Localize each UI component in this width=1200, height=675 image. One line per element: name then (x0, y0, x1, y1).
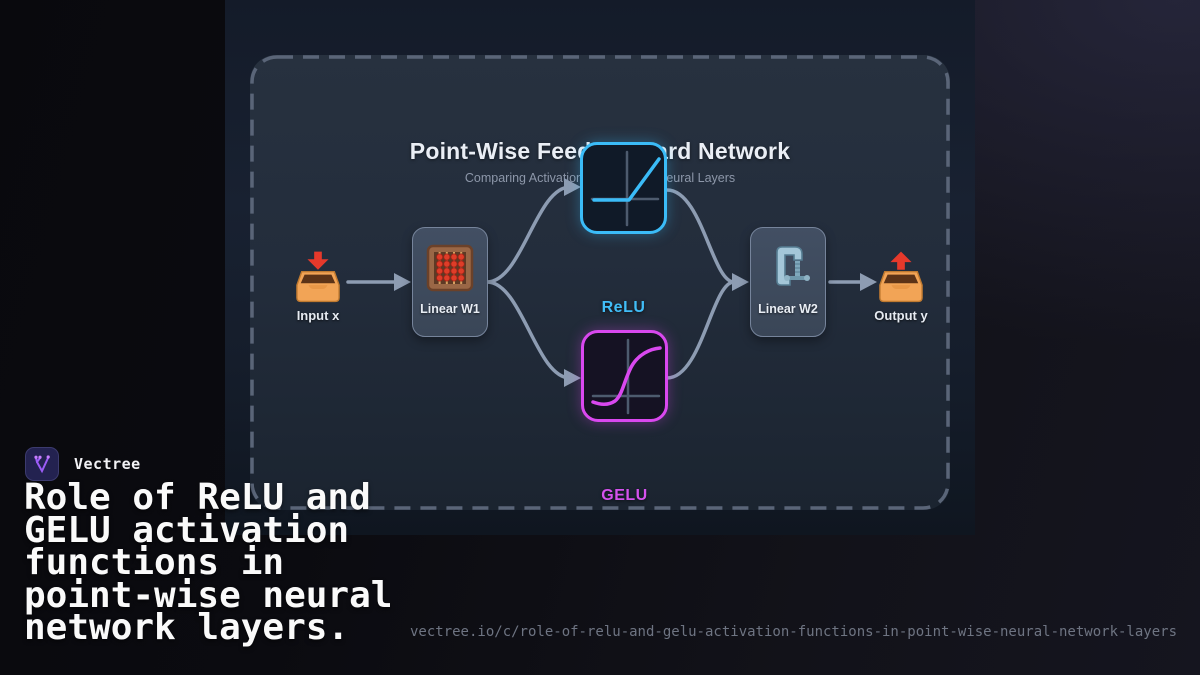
feed-forward-network-card: Point-Wise Feed-Forward Network Comparin… (250, 55, 950, 510)
linear-w2-label: Linear W2 (758, 302, 818, 316)
relu-function-plot-icon (590, 150, 661, 226)
input-node-label: Input x (296, 308, 340, 323)
linear-w2-node: Linear W2 (750, 227, 826, 337)
gelu-node-label: GELU (601, 487, 648, 504)
relu-activation-node (580, 142, 667, 234)
flow-connector-arrows (346, 178, 877, 387)
relu-node-label: ReLU (601, 299, 646, 316)
vectree-logo[interactable] (25, 447, 59, 481)
brand-name: Vectree (74, 455, 141, 473)
abacus-icon (426, 244, 474, 292)
linear-w1-node: Linear W1 (412, 227, 488, 337)
gelu-function-plot-icon (590, 338, 662, 414)
page-title: Role of ReLU and GELU activation functio… (24, 477, 393, 648)
linear-w1-label: Linear W1 (420, 302, 480, 316)
dashed-border (250, 55, 950, 510)
page-url[interactable]: vectree.io/c/role-of-relu-and-gelu-activ… (409, 624, 1177, 640)
outbox-tray-icon (879, 251, 923, 303)
inbox-tray-icon (296, 251, 340, 303)
output-node-label: Output y (874, 308, 928, 323)
clamp-icon (776, 246, 810, 286)
gelu-activation-node (581, 330, 668, 422)
vectree-branch-icon (34, 455, 50, 474)
